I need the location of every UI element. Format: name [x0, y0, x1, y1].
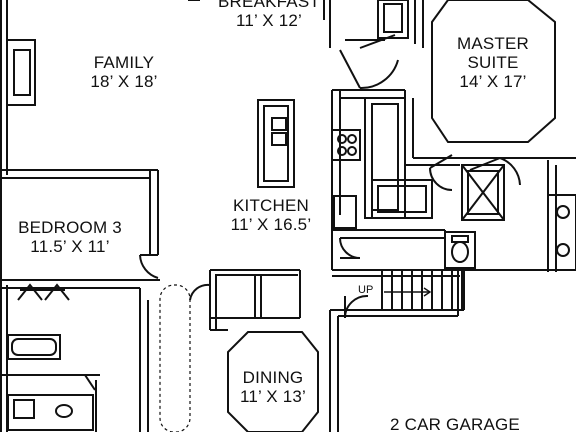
pantry-unit — [377, 0, 409, 39]
garage-entry-door — [343, 294, 369, 319]
stairs — [381, 269, 463, 311]
room-name-master: MASTER — [456, 34, 530, 53]
shower — [461, 164, 505, 221]
room-label-family: FAMILY 18’ X 18’ — [90, 53, 157, 91]
room-label-breakfast: BREAKFAST 11’ X 12’ — [218, 0, 320, 30]
hall-coat-closet — [159, 284, 191, 432]
room-name-dining: DINING — [242, 368, 304, 387]
hall-bathtub — [7, 334, 61, 360]
room-dims-bedroom-3: 11.5’ X 11’ — [30, 237, 110, 257]
room-name-breakfast: BREAKFAST — [218, 0, 320, 11]
kitchen-door-swings — [188, 0, 361, 301]
room-name-garage: 2 CAR GARAGE — [390, 415, 520, 434]
bedroom-door — [139, 254, 159, 279]
room-label-master-suite: MASTER SUITE 14’ X 17’ — [457, 34, 529, 91]
kitchen-counter — [331, 97, 433, 229]
room-dims-family: 18’ X 18’ — [90, 72, 158, 92]
fireplace — [6, 39, 36, 106]
room-dims-breakfast: 11’ X 12’ — [235, 11, 303, 31]
room-label-kitchen: KITCHEN 11’ X 16.5’ — [231, 196, 312, 234]
kitchen-island — [257, 99, 295, 188]
room-label-bedroom-3: BEDROOM 3 11.5’ X 11’ — [18, 218, 122, 256]
half-bath-toilet — [444, 231, 476, 269]
master-vanity — [547, 194, 576, 271]
bedroom-closet-doors — [17, 283, 70, 301]
master-ceiling-octagon — [431, 0, 556, 143]
room-label-dining: DINING 11’ X 13’ — [240, 368, 306, 406]
room-dims-dining: 11’ X 13’ — [239, 387, 307, 407]
dining-ceiling-octagon — [227, 331, 319, 432]
room-dims-kitchen: 11’ X 16.5’ — [230, 215, 312, 235]
hall-vanity — [7, 374, 96, 431]
room-dims-master: 14’ X 17’ — [459, 72, 527, 92]
room-name-family: FAMILY — [93, 53, 155, 72]
room-name-master-suite: SUITE — [467, 53, 519, 73]
master-door-swings — [339, 34, 521, 191]
room-label-garage: 2 CAR GARAGE — [390, 415, 520, 434]
room-name-kitchen: KITCHEN — [232, 196, 310, 215]
room-name-bedroom-3: BEDROOM 3 — [18, 218, 122, 237]
stair-up-label: UP — [358, 284, 374, 296]
